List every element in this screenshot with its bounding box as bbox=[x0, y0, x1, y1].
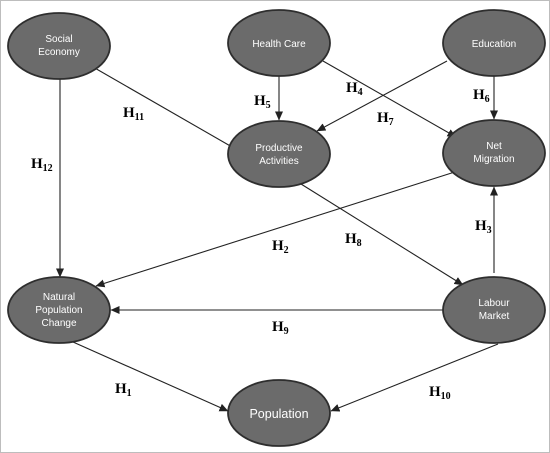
node-productive-activities-label-line-1: Productive bbox=[255, 143, 303, 154]
node-social-economy-label-line-1: Social bbox=[45, 34, 72, 45]
hypothesis-label-h12-main: H bbox=[31, 156, 43, 172]
hypothesis-label-h2: H2 bbox=[272, 238, 289, 256]
hypothesis-label-h2-sub: 2 bbox=[284, 245, 289, 256]
node-labour-market-label-line-2: Market bbox=[479, 311, 510, 322]
node-productive-activities-label-line-2: Activities bbox=[259, 156, 298, 167]
node-natural-population-change: Natural Population Change bbox=[7, 276, 111, 344]
node-net-migration-label-line-1: Net bbox=[486, 141, 502, 152]
node-population: Population bbox=[227, 379, 331, 447]
hypothesis-label-h6-main: H bbox=[473, 87, 485, 103]
hypothesis-label-h6-sub: 6 bbox=[485, 94, 490, 105]
node-health-care-label: Health Care bbox=[252, 39, 306, 50]
hypothesis-label-h6: H6 bbox=[473, 87, 490, 105]
hypothesis-label-h1-sub: 1 bbox=[127, 388, 132, 399]
hypothesis-label-h2-main: H bbox=[272, 238, 284, 254]
edge-h11-social-economy-to-productive-activities bbox=[92, 66, 240, 152]
edge-h8-productive-activities-to-labour-market bbox=[300, 183, 464, 286]
edge-h2-net-migration-to-natural-population-change bbox=[95, 169, 462, 288]
edge-h1-natural-population-change-to-population bbox=[72, 341, 229, 412]
hypothesis-label-h5-main: H bbox=[254, 93, 266, 109]
node-labour-market: Labour Market bbox=[442, 276, 546, 344]
hypothesis-label-h1: H1 bbox=[115, 381, 132, 399]
edge-h4-health-care-to-net-migration bbox=[322, 60, 457, 138]
node-education: Education bbox=[442, 9, 546, 77]
hypothesis-label-h4: H4 bbox=[346, 80, 363, 98]
node-net-migration-label-line-2: Migration bbox=[473, 154, 514, 165]
node-net-migration: Net Migration bbox=[442, 119, 546, 187]
node-social-economy-label-line-2: Economy bbox=[38, 47, 80, 58]
node-population-label: Population bbox=[249, 407, 308, 421]
hypothesis-label-h4-main: H bbox=[346, 80, 358, 96]
edge-h10-labour-market-to-population bbox=[330, 343, 499, 412]
hypothesis-label-h12: H12 bbox=[31, 156, 53, 174]
node-natural-population-change-label-line-3: Change bbox=[41, 318, 76, 329]
hypothesis-label-h7-sub: 7 bbox=[389, 117, 394, 128]
hypothesis-label-h11-main: H bbox=[123, 105, 135, 121]
hypothesis-label-h8-main: H bbox=[345, 231, 357, 247]
hypothesis-label-h3-sub: 3 bbox=[487, 225, 492, 236]
hypothesis-label-h1-main: H bbox=[115, 381, 127, 397]
hypothesis-label-h10-main: H bbox=[429, 384, 441, 400]
hypothesis-label-h7: H7 bbox=[377, 110, 394, 128]
hypothesis-label-h12-sub: 12 bbox=[43, 163, 53, 174]
hypothesis-label-h9-sub: 9 bbox=[284, 326, 289, 337]
hypothesis-label-h8-sub: 8 bbox=[357, 238, 362, 249]
hypothesis-label-h11: H11 bbox=[123, 105, 144, 123]
edge-h7-education-to-productive-activities bbox=[316, 60, 448, 132]
hypothesis-label-h5-sub: 5 bbox=[266, 100, 271, 111]
hypothesis-label-h10: H10 bbox=[429, 384, 451, 402]
hypothesis-label-h9: H9 bbox=[272, 319, 289, 337]
node-natural-population-change-label-line-1: Natural bbox=[43, 292, 75, 303]
hypothesis-label-h3-main: H bbox=[475, 218, 487, 234]
node-natural-population-change-label-line-2: Population bbox=[35, 305, 82, 316]
node-education-label: Education bbox=[472, 39, 516, 50]
hypothesis-label-h7-main: H bbox=[377, 110, 389, 126]
hypothesis-label-h5: H5 bbox=[254, 93, 271, 111]
node-labour-market-label-line-1: Labour bbox=[478, 298, 510, 309]
hypothesis-label-h4-sub: 4 bbox=[358, 87, 363, 98]
hypothesis-label-h10-sub: 10 bbox=[441, 391, 451, 402]
hypothesis-label-h8: H8 bbox=[345, 231, 362, 249]
hypothesis-label-h11-sub: 11 bbox=[135, 112, 144, 123]
node-social-economy: Social Economy bbox=[7, 12, 111, 80]
edges-layer bbox=[56, 60, 499, 412]
hypothesis-label-h3: H3 bbox=[475, 218, 492, 236]
node-productive-activities: Productive Activities bbox=[227, 120, 331, 188]
node-health-care: Health Care bbox=[227, 9, 331, 77]
hypothesis-label-h9-main: H bbox=[272, 319, 284, 335]
hypothesis-labels-layer: H1 H2 H3 H4 H5 H6 H7 H8 H9 H10 H11 H12 bbox=[31, 80, 492, 402]
